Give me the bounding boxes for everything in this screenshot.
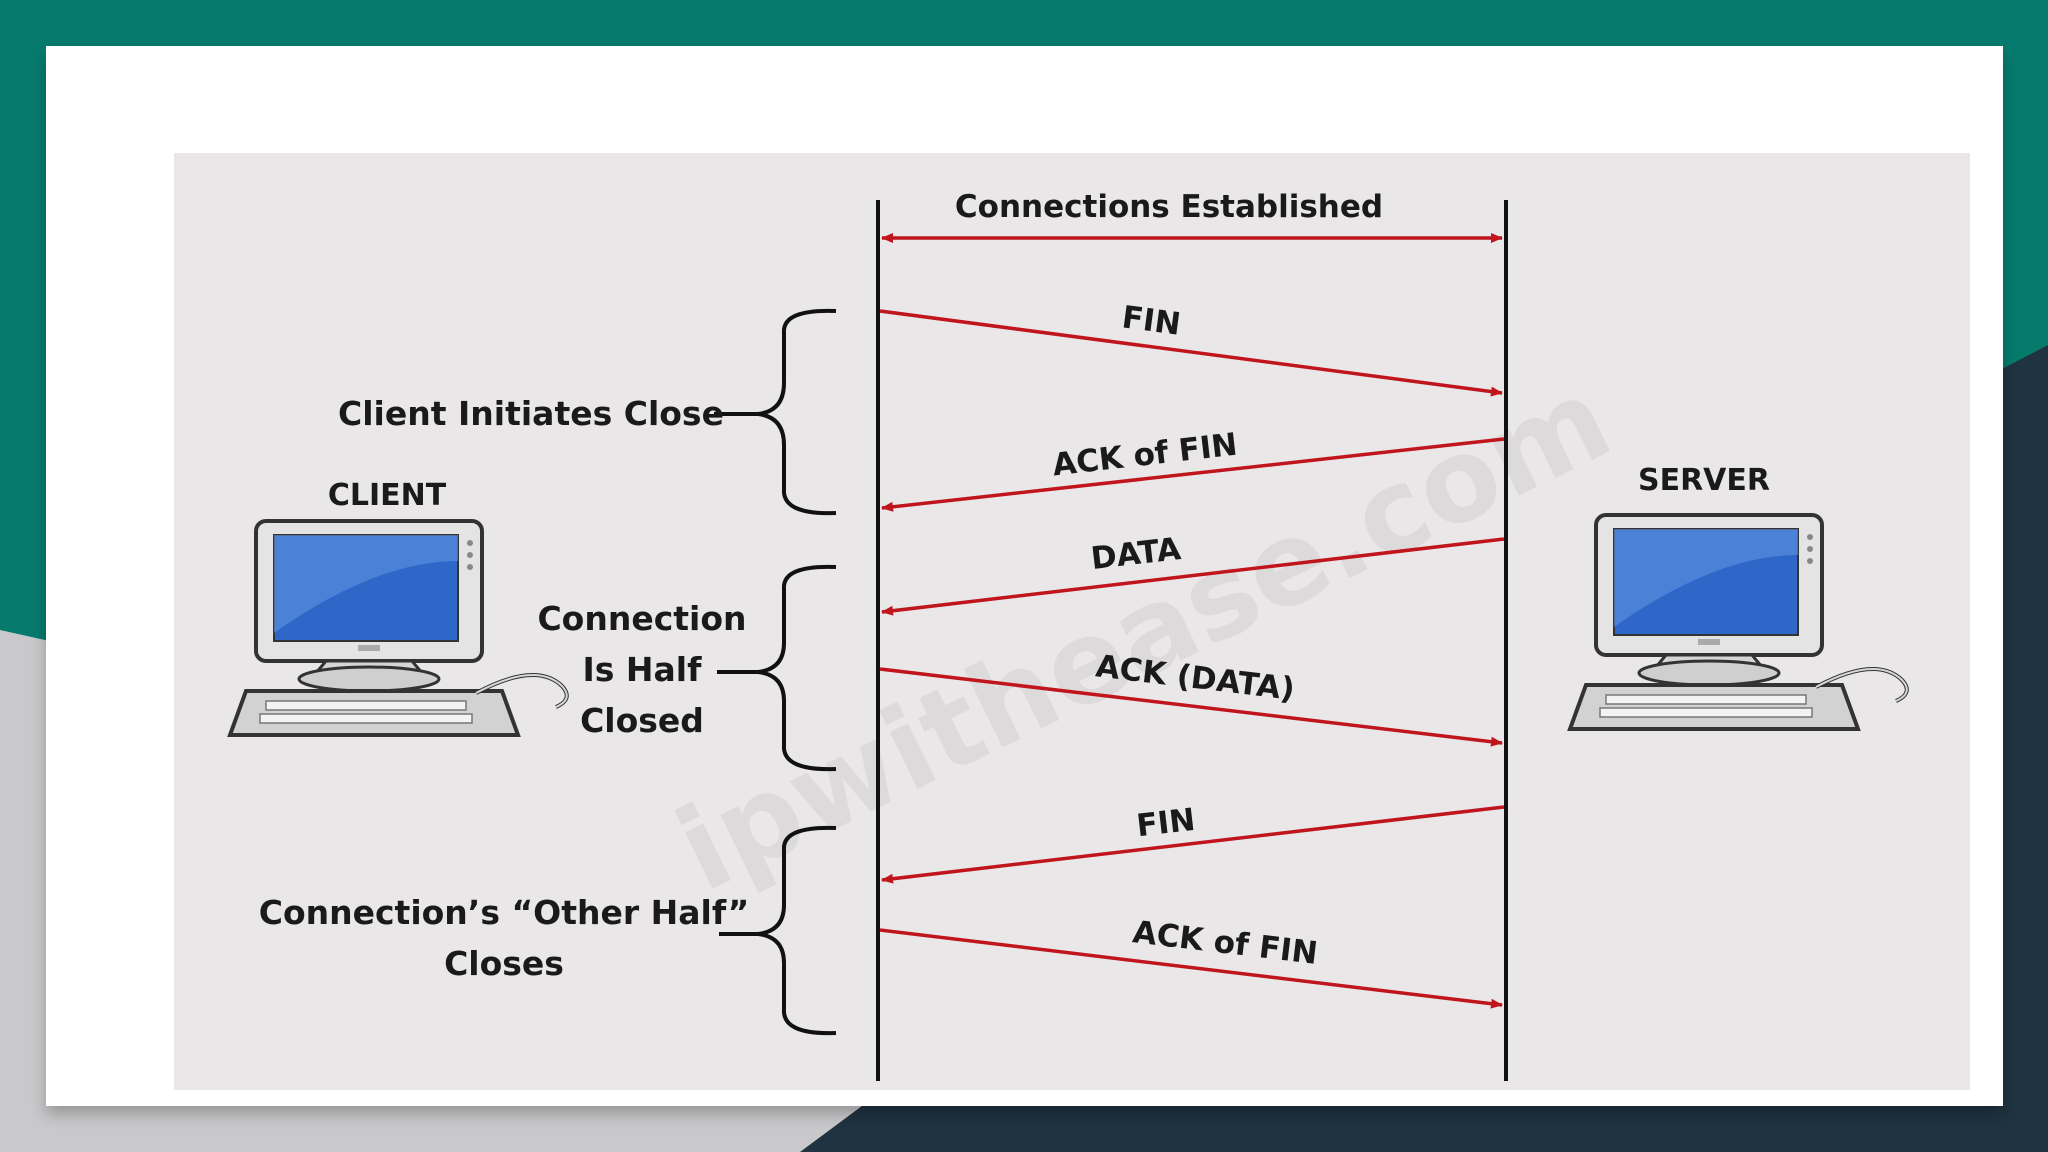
client-computer-icon	[230, 521, 567, 735]
client-label: CLIENT	[328, 478, 447, 513]
arrow-fin-1	[880, 311, 1502, 393]
tcp-close-diagram: ipwithease.com Connections Established F…	[174, 153, 1970, 1090]
bg-dark-band-bottom	[800, 1100, 2048, 1152]
phase-label-client-initiates-close: Client Initiates Close	[338, 394, 724, 433]
bg-gray-band-bottom	[0, 1100, 870, 1152]
server-label: SERVER	[1638, 463, 1770, 498]
phase-label-half-closed-line-1: Connection	[537, 599, 746, 638]
label-fin-1: FIN	[1120, 299, 1183, 342]
label-connections-established: Connections Established	[955, 189, 1383, 225]
server-computer-icon	[1570, 515, 1907, 729]
diagram-panel: ipwithease.com Connections Established F…	[174, 153, 1970, 1090]
phase-label-other-half-line-1: Connection’s “Other Half”	[259, 893, 750, 932]
phase-label-other-half-line-2: Closes	[444, 944, 564, 983]
bg-dark-band-right	[2000, 345, 2048, 1152]
phase-label-half-closed-line-3: Closed	[580, 701, 704, 740]
label-fin-2: FIN	[1135, 802, 1197, 844]
phase-label-half-closed-line-2: Is Half	[583, 650, 703, 689]
brace-client-initiates-close	[758, 311, 836, 513]
label-ack-of-fin-1: ACK of FIN	[1051, 427, 1240, 484]
slide: ipwithease.com Connections Established F…	[46, 46, 2003, 1106]
